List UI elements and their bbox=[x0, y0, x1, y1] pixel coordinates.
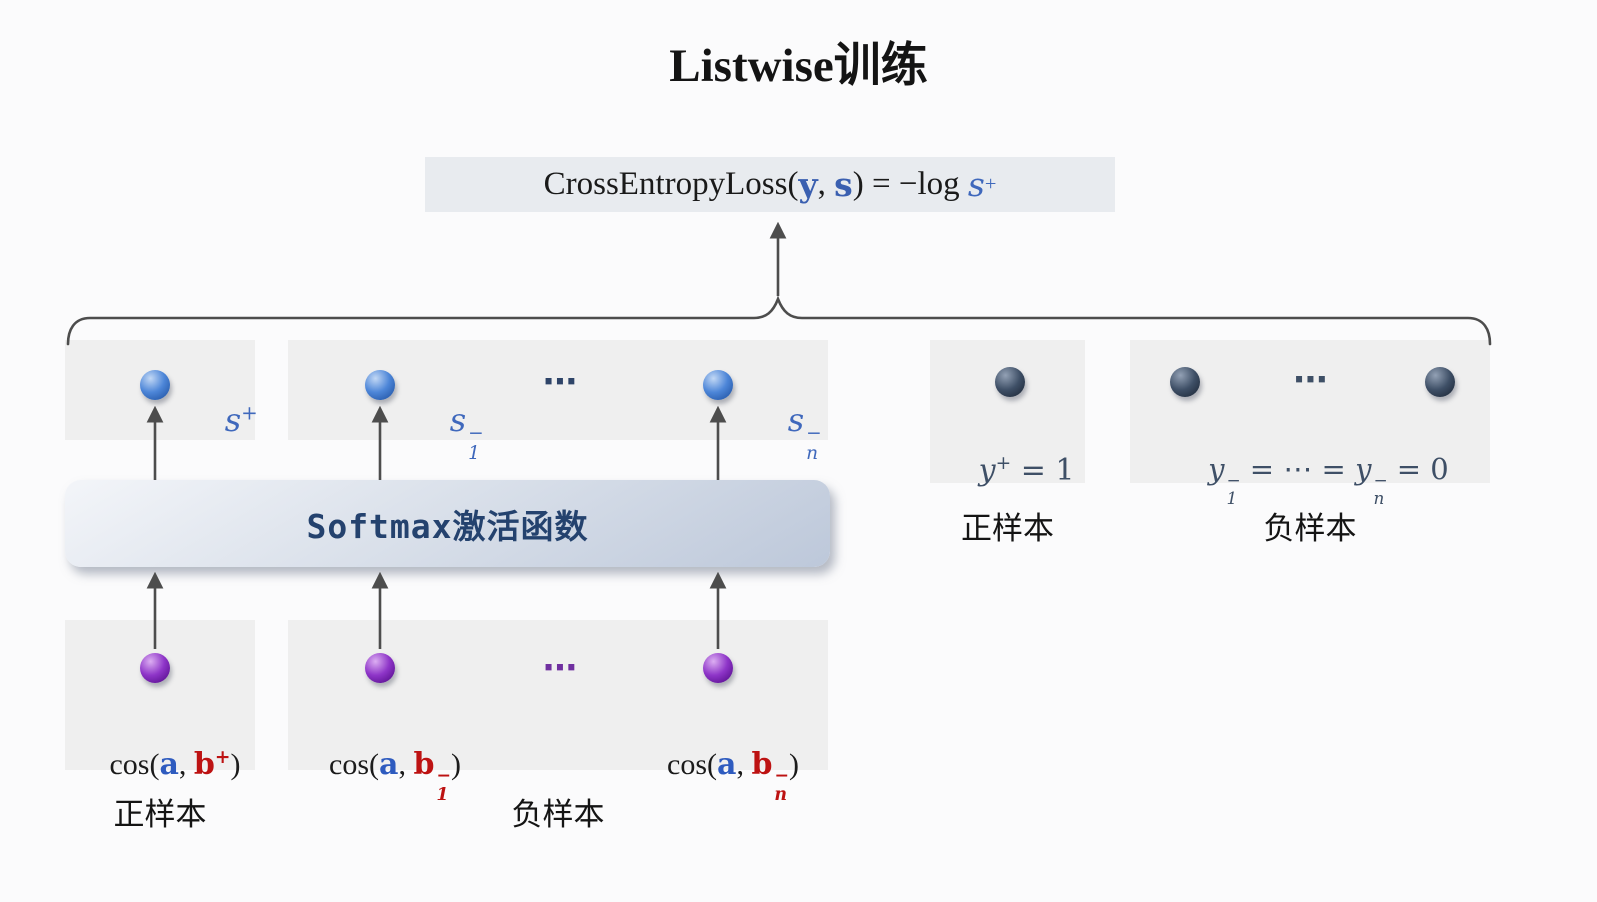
score-neg1-node bbox=[365, 370, 395, 400]
formula-equals-log: ) = −log bbox=[852, 166, 968, 202]
y-pos-rest: = 1 bbox=[1011, 453, 1075, 488]
cos-negn-sep: , bbox=[736, 748, 752, 781]
label-neg-caption: 负样本 bbox=[1263, 511, 1357, 546]
score-pos-node bbox=[140, 370, 170, 400]
cos-pos-caption: 正样本 bbox=[113, 797, 207, 832]
y-neg-end: = 0 bbox=[1387, 452, 1449, 486]
label-neg1-node bbox=[1170, 367, 1200, 397]
y-negn-subsup: −n bbox=[1373, 470, 1388, 509]
softmax-label: Softmax激活函数 bbox=[306, 506, 589, 546]
formula-separator: , bbox=[817, 166, 835, 202]
score-neg1-base: s bbox=[449, 401, 467, 439]
score-pos-sup: + bbox=[241, 401, 258, 425]
cos-neg1-label: cos(a, b−1) bbox=[290, 713, 470, 839]
cos-negn-node bbox=[703, 653, 733, 683]
panel-label-negative bbox=[1130, 340, 1490, 483]
formula-s-plus-sup: + bbox=[984, 173, 997, 195]
gather-brace bbox=[66, 295, 1492, 346]
cos-dots: ⋯ bbox=[543, 648, 577, 688]
cos-neg1-post: ) bbox=[451, 748, 461, 781]
cos-negn-label: cos(a, b−n) bbox=[628, 713, 808, 839]
cos-neg1-b: b−1 bbox=[413, 747, 451, 806]
y-neg-mid: = ⋯ = bbox=[1240, 452, 1356, 486]
y-neg1-subsup: −1 bbox=[1226, 470, 1241, 509]
cos-pos-sep: , bbox=[178, 748, 194, 781]
y-pos-label: y+ = 1 bbox=[930, 418, 1085, 523]
label-pos-node bbox=[995, 367, 1025, 397]
score-negn-label: s−n bbox=[747, 363, 822, 502]
score-neg1-subsup: −1 bbox=[468, 422, 484, 464]
y-neg1-base: y bbox=[1208, 452, 1225, 486]
cos-neg1-node bbox=[365, 653, 395, 683]
formula-s-vector: s bbox=[834, 165, 853, 204]
score-negn-base: s bbox=[787, 401, 805, 439]
formula-s-plus-base: s bbox=[967, 165, 985, 204]
cos-pos-pre: cos( bbox=[109, 748, 160, 781]
cos-pos-a: a bbox=[159, 747, 179, 782]
label-dots: ⋯ bbox=[1293, 360, 1328, 400]
cos-neg-caption: 负样本 bbox=[511, 797, 605, 832]
cos-neg1-pre: cos( bbox=[329, 748, 379, 781]
y-pos-base: y bbox=[978, 453, 996, 488]
y-negn-base: y bbox=[1355, 452, 1372, 486]
score-negn-node bbox=[703, 370, 733, 400]
score-pos-label: s+ bbox=[184, 363, 258, 477]
loss-formula-box: CrossEntropyLoss(y, s) = −log s+ bbox=[425, 157, 1115, 212]
panel-label-positive bbox=[930, 340, 1085, 483]
cos-pos-post: ) bbox=[230, 748, 241, 781]
cos-negn-a: a bbox=[716, 747, 737, 782]
panel-cos-negative bbox=[288, 620, 828, 770]
y-neg-label: y−1 = ⋯ = y−n = 0 bbox=[1130, 418, 1490, 541]
cos-negn-b: b−n bbox=[751, 747, 789, 806]
score-pos-base: s bbox=[224, 401, 242, 439]
score-neg1-label: s−1 bbox=[409, 363, 484, 502]
panel-cos-positive bbox=[65, 620, 255, 770]
score-dots: ⋯ bbox=[543, 362, 577, 402]
score-negn-subsup: −n bbox=[806, 422, 822, 464]
label-negn-node bbox=[1425, 367, 1455, 397]
cos-negn-pre: cos( bbox=[667, 748, 717, 781]
diagram-title: Listwise训练 bbox=[669, 40, 928, 92]
cos-pos-label: cos(a, b+) bbox=[65, 713, 255, 816]
cos-negn-post: ) bbox=[789, 748, 799, 781]
softmax-box: Softmax激活函数 bbox=[65, 480, 830, 567]
y-pos-sup: + bbox=[995, 453, 1012, 474]
formula-y-vector: y bbox=[798, 165, 818, 204]
cos-pos-node bbox=[140, 653, 170, 683]
cos-neg1-a: a bbox=[378, 747, 399, 782]
cos-pos-b: b+ bbox=[193, 747, 231, 782]
cos-neg1-sep: , bbox=[398, 748, 414, 781]
formula-func-text: CrossEntropyLoss( bbox=[543, 166, 799, 202]
label-pos-caption: 正样本 bbox=[961, 511, 1054, 546]
